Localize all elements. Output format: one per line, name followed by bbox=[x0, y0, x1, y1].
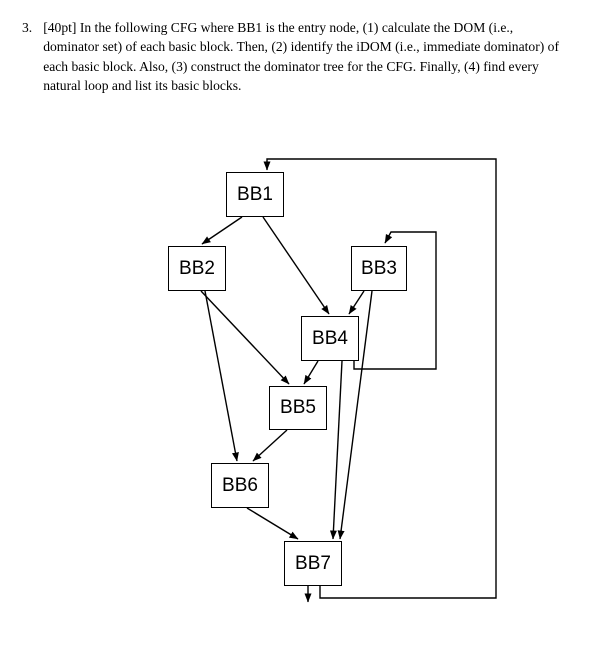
node-bb6: BB6 bbox=[211, 463, 269, 508]
problem-statement: 3. [40pt] In the following CFG where BB1… bbox=[22, 18, 582, 95]
edge-bb4-to-bb3-loop bbox=[353, 231, 437, 370]
node-bb5: BB5 bbox=[269, 386, 327, 430]
edge-bb3-to-bb4 bbox=[348, 290, 365, 315]
edge-bb4-to-bb7 bbox=[329, 360, 343, 540]
problem-number: 3. bbox=[22, 20, 33, 35]
edge-bb3-to-bb7 bbox=[337, 290, 373, 540]
problem-text: [40pt] In the following CFG where BB1 is… bbox=[43, 20, 559, 93]
node-bb1: BB1 bbox=[226, 172, 284, 217]
edge-bb5-to-bb6 bbox=[252, 429, 288, 462]
node-bb2: BB2 bbox=[168, 246, 226, 291]
edge-bb2-to-bb6 bbox=[204, 290, 239, 462]
node-bb4: BB4 bbox=[301, 316, 359, 361]
edge-bb1-to-bb4 bbox=[262, 216, 330, 315]
node-bb3: BB3 bbox=[351, 246, 407, 291]
edge-bb6-to-bb7 bbox=[246, 507, 299, 540]
node-bb7: BB7 bbox=[284, 541, 342, 586]
edge-bb4-to-bb5 bbox=[303, 360, 319, 385]
edge-bb7-to-bb1-loop bbox=[263, 158, 497, 599]
edge-bb1-to-bb2 bbox=[201, 216, 243, 245]
edge-bb2-to-bb5 bbox=[200, 290, 290, 385]
